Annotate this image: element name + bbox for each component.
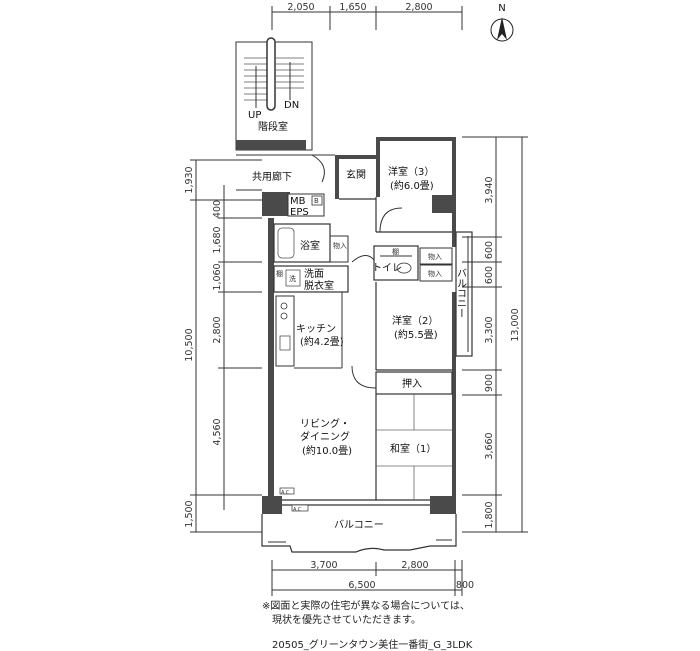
toilet-room: 棚 トイレ 物入 物入 — [351, 245, 453, 282]
stair-down-label: DN — [284, 100, 299, 111]
dim-right-2: 600 — [484, 241, 495, 259]
dim-bottom-3: 6,500 — [348, 580, 375, 591]
bathroom: 浴室 物入 — [273, 223, 349, 263]
washroom-label-2: 脱衣室 — [304, 279, 334, 292]
stairwell-label: 階段室 — [258, 120, 288, 133]
living-label-2: ダイニング — [300, 430, 350, 443]
dim-top-3: 2,800 — [405, 2, 432, 13]
western2-size: (約5.5畳) — [394, 328, 438, 341]
dim-left-2: 400 — [212, 200, 223, 218]
dim-left-4: 1,060 — [212, 263, 223, 290]
storage1-label: 物入 — [333, 241, 347, 250]
bottom-balcony-label: バルコニー — [334, 519, 384, 531]
mb-label: MB — [290, 196, 306, 207]
shelf-label: 棚 — [392, 247, 399, 256]
dim-right-1: 3,940 — [484, 176, 495, 203]
kitchen-name: キッチン — [296, 323, 336, 335]
entrance-label: 玄関 — [346, 168, 366, 181]
toilet-icon — [396, 262, 412, 274]
disclaimer-note: ※図面と実際の住宅が異なる場合については、 現状を優先させていただきます。 — [262, 600, 562, 628]
dim-right-total: 13,000 — [510, 308, 521, 341]
dim-right-3: 600 — [484, 266, 495, 284]
western-room-3: 洋室（3） (約6.0畳) — [375, 165, 452, 233]
dim-bottom-2: 2,800 — [401, 560, 428, 571]
western2-name: 洋室（2） — [392, 314, 438, 327]
dim-left-5: 2,800 — [212, 316, 223, 343]
corridor-label: 共用廊下 — [252, 170, 292, 183]
bath-label: 浴室 — [300, 239, 320, 252]
compass-label: N — [498, 3, 505, 14]
storage2-label: 物入 — [428, 252, 442, 261]
dim-bottom-4: 800 — [456, 580, 474, 591]
kitchen: キッチン (約4.2畳) — [275, 292, 344, 369]
mb-eps: B MB EPS — [287, 193, 325, 218]
floor-plan: 2,050 1,650 2,800 N UP DN 階段室 — [184, 2, 528, 596]
right-dimensions: 3,940 600 600 3,300 900 3,660 1,800 13,0… — [462, 136, 528, 533]
dim-left-6: 10,500 — [184, 328, 195, 361]
unit-walls — [262, 137, 456, 514]
dim-right-6: 3,660 — [484, 432, 495, 459]
ac-label-1: A.C — [281, 490, 290, 496]
top-dimensions: 2,050 1,650 2,800 — [271, 2, 463, 30]
ac-label-2: A.C — [293, 507, 302, 513]
dim-right-4: 3,300 — [484, 316, 495, 343]
plan-code: 20505_グリーンタウン美住一番街_G_3LDK — [272, 640, 473, 651]
dim-right-7: 1,800 — [484, 501, 495, 528]
living-dining: リビング・ ダイニング (約10.0畳) A.C — [279, 417, 352, 496]
washroom: 洗 棚 洗面 脱衣室 — [273, 265, 349, 293]
disclaimer-line-1: ※図面と実際の住宅が異なる場合については、 — [262, 601, 470, 612]
closet: 押入 — [375, 371, 453, 395]
left-dimensions: 1,930 400 1,680 1,060 2,800 10,500 4,560… — [184, 159, 262, 533]
toilet-label: トイレ — [372, 263, 402, 274]
shelf2-label: 棚 — [276, 269, 283, 278]
disclaimer-line-2: 現状を優先させていただきます。 — [272, 615, 421, 626]
dim-bottom-1: 3,700 — [310, 560, 337, 571]
stair-up-label: UP — [248, 110, 261, 121]
common-corridor: 共用廊下 — [236, 154, 335, 191]
mb-b-label: B — [314, 197, 319, 205]
dim-left-1: 1,930 — [184, 166, 195, 193]
kitchen-size: (約4.2畳) — [300, 335, 344, 348]
storage3-label: 物入 — [428, 269, 442, 278]
north-arrow-icon: N — [490, 3, 514, 42]
western3-size: (約6.0畳) — [390, 179, 434, 192]
dim-left-7: 4,560 — [212, 418, 223, 445]
washroom-label-1: 洗面 — [304, 268, 324, 280]
eps-label: EPS — [290, 207, 309, 218]
living-label-1: リビング・ — [300, 417, 350, 430]
western-room-2: 洋室（2） (約5.5畳) — [351, 282, 452, 389]
western3-name: 洋室（3） — [388, 165, 434, 178]
dim-right-5: 900 — [484, 374, 495, 392]
side-balcony-label: バルコニー — [455, 268, 467, 318]
dim-left-3: 1,680 — [212, 226, 223, 253]
side-balcony: バルコニー — [455, 231, 473, 357]
dim-top-2: 1,650 — [339, 2, 366, 13]
entrance: 玄関 — [339, 168, 376, 200]
living-size: (約10.0畳) — [302, 444, 352, 457]
closet-label: 押入 — [402, 377, 422, 390]
japanese-label: 和室（1） — [390, 442, 436, 455]
bottom-balcony: A.C バルコニー — [261, 504, 457, 553]
stairwell: UP DN 階段室 — [235, 37, 313, 151]
japanese-room: 和室（1） — [375, 394, 452, 500]
washer-label: 洗 — [289, 274, 296, 283]
dim-left-8: 1,500 — [184, 500, 195, 527]
dim-top-1: 2,050 — [287, 2, 314, 13]
bottom-dimensions: 3,700 2,800 6,500 800 — [271, 560, 474, 596]
